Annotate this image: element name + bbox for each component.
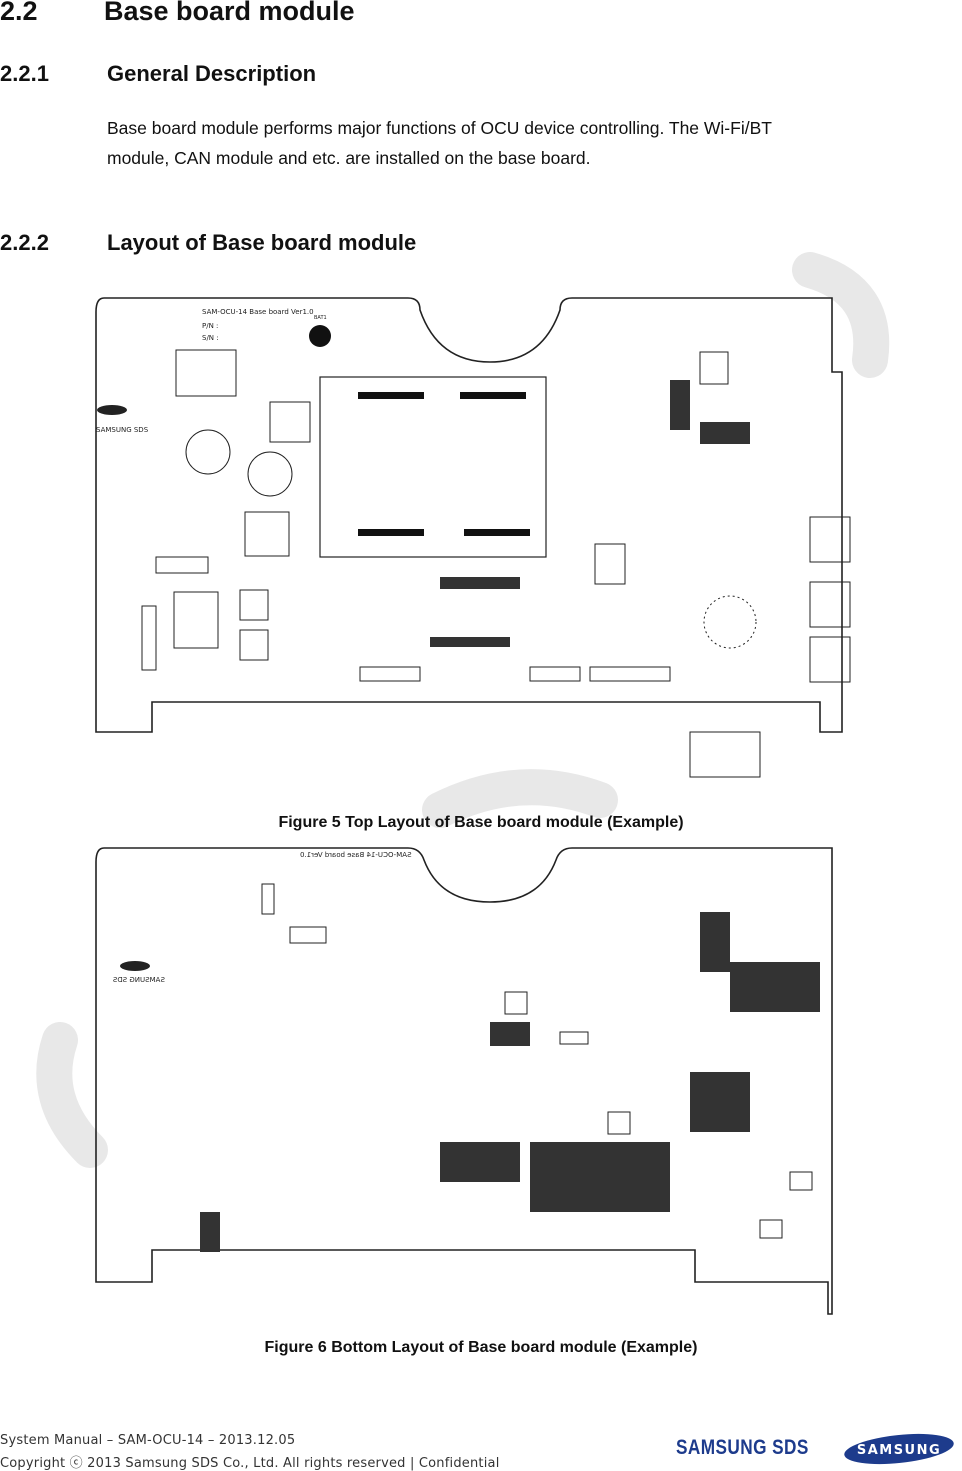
figure5-caption: Figure 5 Top Layout of Base board module…	[278, 814, 684, 831]
ic-chip	[504, 991, 528, 1015]
connector	[358, 392, 424, 399]
footer-line2: Copyright ⓒ 2013 Samsung SDS Co., Ltd. A…	[0, 1456, 500, 1471]
samsung-sds-logo: SAMSUNG SDS	[676, 1436, 809, 1459]
smd-array	[440, 1142, 520, 1182]
smd-part	[440, 577, 520, 589]
connector	[141, 605, 157, 671]
ic-chip	[173, 591, 219, 649]
subsection-heading-layout: 2.2.2 Layout of Base board module	[0, 230, 416, 256]
samsung-logo: SAMSUNG	[844, 1433, 954, 1465]
smd-array	[730, 962, 820, 1012]
section-title: Base board module	[104, 0, 355, 26]
smd-part	[700, 422, 750, 444]
paragraph-line: module, CAN module and etc. are installe…	[107, 148, 591, 168]
samsung-logo-text: SAMSUNG	[857, 1443, 941, 1458]
connector-bottom	[529, 666, 581, 682]
connector	[460, 392, 526, 399]
connector-bottom	[589, 666, 671, 682]
connector-side	[809, 516, 851, 563]
component	[559, 1031, 589, 1045]
smd-array	[700, 912, 730, 972]
sn-label: S/N :	[202, 334, 219, 342]
inductor	[244, 511, 290, 557]
footer-line1: System Manual – SAM-OCU-14 – 2013.12.05	[0, 1433, 296, 1448]
component	[789, 1171, 813, 1191]
subsection-title: General Description	[107, 61, 317, 86]
silk-brand-mirrored: SAMSUNG SDS	[112, 976, 165, 984]
component	[759, 1219, 783, 1239]
subsection-number: 2.2.2	[0, 230, 49, 255]
ic-chip	[699, 351, 729, 385]
component	[261, 883, 275, 915]
smd-part	[430, 637, 510, 647]
pn-label: P/N :	[202, 322, 218, 330]
capacitor	[247, 451, 293, 497]
module-area	[319, 376, 547, 558]
ic-chip	[175, 349, 237, 397]
connector-side	[809, 636, 851, 683]
silk-brand: SAMSUNG SDS	[96, 426, 149, 434]
smd-array	[530, 1142, 670, 1212]
battery-label: BAT1	[314, 315, 327, 321]
ic-circular	[703, 595, 757, 649]
silk-samsung-logo-mirrored	[120, 961, 150, 971]
bottom-layout-board-drawing: SAM-OCU-14 Base board Ver1.0 SAMSUNG SDS	[95, 847, 833, 1315]
smd-array	[690, 1072, 750, 1132]
section-heading: 2.2 Base board module	[0, 0, 355, 27]
ic-chip	[239, 629, 269, 661]
smd-array	[200, 1212, 220, 1252]
connector	[464, 529, 530, 536]
section-number: 2.2	[0, 0, 38, 26]
connector-side	[809, 581, 851, 628]
smd-part	[670, 380, 690, 430]
crystal	[155, 556, 209, 574]
connector	[358, 529, 424, 536]
connector-bottom	[359, 666, 421, 682]
connector	[689, 731, 761, 778]
component	[289, 926, 327, 944]
paragraph-line: Base board module performs major functio…	[107, 118, 772, 138]
subsection-title: Layout of Base board module	[107, 230, 417, 255]
capacitor	[185, 429, 231, 475]
ic-chip	[594, 543, 626, 585]
figure6-caption: Figure 6 Bottom Layout of Base board mod…	[264, 1339, 698, 1356]
general-description-paragraph: Base board module performs major functio…	[107, 113, 917, 173]
subsection-number: 2.2.1	[0, 61, 49, 86]
top-layout-board-drawing: SAM-OCU-14 Base board Ver1.0 P/N : S/N :…	[95, 297, 851, 778]
battery	[309, 325, 331, 347]
ic-chip	[607, 1111, 631, 1135]
smd-array	[490, 1022, 530, 1046]
board-title-mirrored: SAM-OCU-14 Base board Ver1.0	[300, 851, 412, 859]
inductor	[269, 401, 311, 443]
ic-chip	[239, 589, 269, 621]
board-title: SAM-OCU-14 Base board Ver1.0	[202, 308, 314, 316]
silk-samsung-logo	[97, 405, 127, 415]
subsection-heading-general: 2.2.1 General Description	[0, 61, 316, 87]
